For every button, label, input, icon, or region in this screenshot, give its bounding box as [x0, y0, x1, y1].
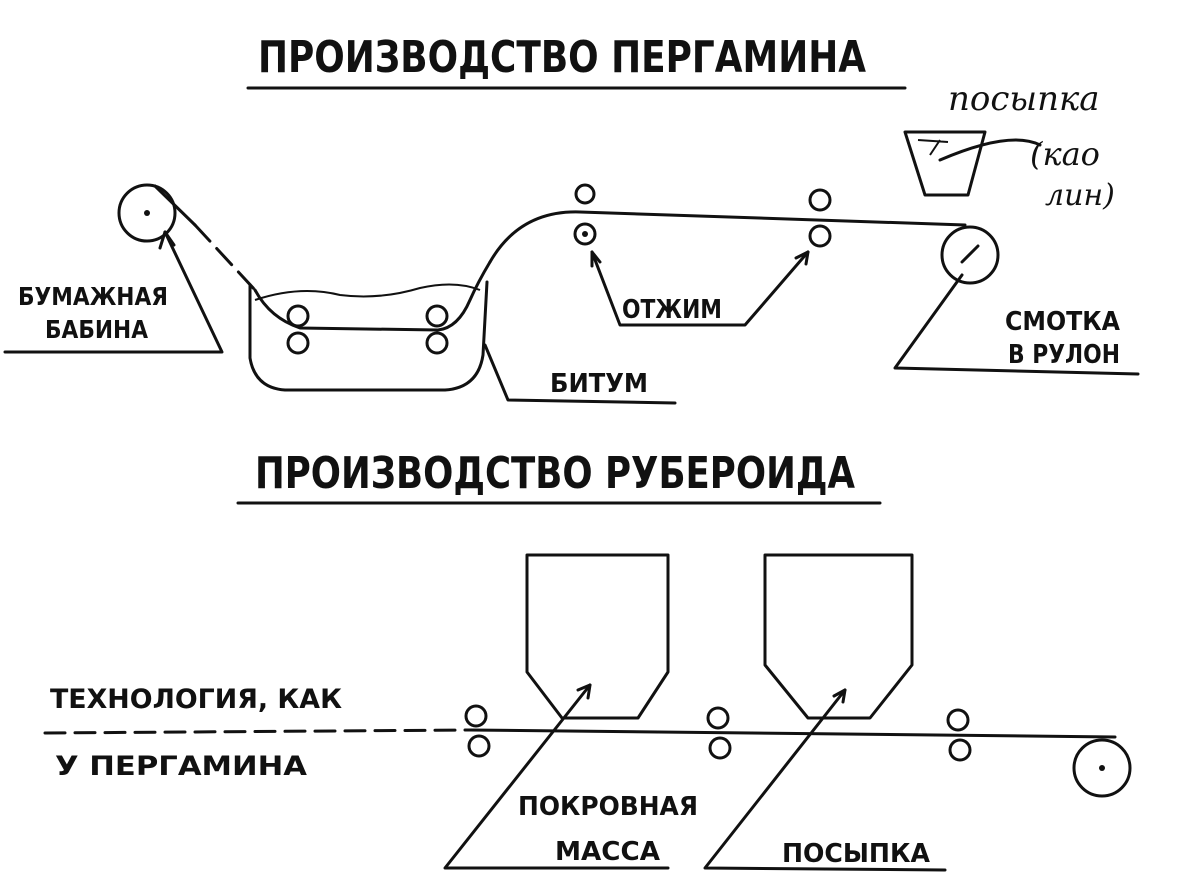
leader-paper-reel: [3, 230, 224, 354]
dusting-hopper: [763, 553, 914, 720]
arrow-paper-reel: [158, 230, 176, 250]
winding-reel-icon: [940, 225, 1000, 285]
web-bottom: [468, 728, 1117, 739]
leader-coating: [443, 683, 670, 870]
bitumen-surface: [254, 283, 481, 301]
label-wind-1: СМОТКА: [1005, 307, 1120, 337]
squeeze-rollers-2-icon: [808, 188, 832, 248]
web-top: [488, 210, 967, 264]
label-squeeze: ОТЖИМ: [622, 295, 722, 325]
label-bitumen: БИТУМ: [550, 369, 648, 399]
leader-bitumen: [483, 343, 677, 405]
web-dashed-descent: [193, 223, 257, 292]
tank-rollers-left-icon: [286, 304, 310, 355]
hand-note-pointer: [938, 138, 1042, 162]
hopper-hatch: [917, 139, 949, 156]
label-coating-1: ПОКРОВНАЯ: [518, 792, 698, 822]
rollers-1-icon: [464, 704, 491, 758]
leader-wind: [893, 273, 1140, 376]
label-dusting: ПОСЫПКА: [782, 839, 930, 869]
label-wind-2: В РУЛОН: [1008, 340, 1120, 370]
label-paper-reel-1: БУМАЖНАЯ: [18, 282, 168, 311]
bitumen-tank: [248, 280, 489, 392]
hand-note-line3: лин): [1045, 178, 1115, 213]
title-roofing: ПРОИЗВОДСТВО РУБЕРОИДА: [255, 448, 855, 499]
web-dashed-incoming: [43, 728, 472, 735]
rollers-3-icon: [946, 708, 972, 762]
label-tech-2: У ПЕРГАМИНА: [55, 751, 307, 782]
leader-dusting: [703, 688, 947, 872]
arrow-squeeze-right: [794, 250, 810, 266]
title-parchment: ПРОИЗВОДСТВО ПЕРГАМИНА: [258, 32, 866, 83]
coating-hopper: [525, 553, 670, 720]
label-paper-reel-2: БАБИНА: [45, 315, 149, 344]
arrow-squeeze-left: [590, 250, 602, 268]
squeeze-rollers-1-icon: [573, 183, 597, 246]
kaolin-hopper: [903, 130, 987, 197]
end-reel-icon: [1072, 738, 1132, 798]
web-in-tank: [253, 260, 492, 332]
tank-rollers-right-icon: [425, 304, 449, 355]
arrow-coating: [576, 683, 592, 700]
leader-squeeze: [590, 250, 810, 327]
hand-note-line2: (као: [1030, 135, 1100, 173]
hand-note-line1: посыпка: [948, 79, 1100, 119]
label-tech-1: ТЕХНОЛОГИЯ, КАК: [50, 684, 342, 715]
label-coating-2: МАССА: [555, 837, 660, 867]
paper-reel-icon: [117, 183, 177, 243]
rollers-2-icon: [706, 706, 732, 760]
arrow-dusting: [832, 688, 847, 704]
web-start: [153, 184, 197, 227]
